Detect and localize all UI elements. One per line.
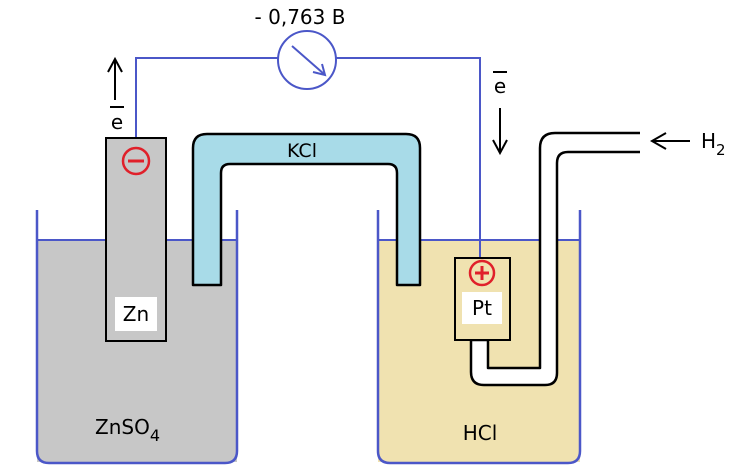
external-wire xyxy=(135,57,481,258)
gas-arrowhead-icon xyxy=(649,132,667,150)
electron-flow-left: e xyxy=(107,56,124,134)
hydrogen-label: H2 xyxy=(701,129,726,159)
electron-arrowhead-down-icon xyxy=(492,139,508,156)
znso4-label-subscript: 4 xyxy=(150,426,160,445)
plus-sign-icon xyxy=(468,259,496,287)
hydrogen-inlet-tube: H2 xyxy=(469,129,726,387)
right-beaker-wall xyxy=(376,210,582,465)
voltmeter-needle-arrowhead xyxy=(312,63,327,77)
zinc-label-box xyxy=(115,297,157,331)
hcl-label: HCl xyxy=(463,421,498,445)
hydrogen-label-subscript: 2 xyxy=(716,141,726,159)
zinc-label: Zn xyxy=(123,302,149,326)
znso4-label: ZnSO4 xyxy=(95,415,160,445)
minus-sign-icon xyxy=(121,146,151,176)
hydrogen-label-main: H xyxy=(701,129,716,153)
salt-bridge: KCl xyxy=(191,132,422,287)
salt-bridge-label: KCl xyxy=(287,140,317,162)
voltmeter-reading: - 0,763 B xyxy=(255,5,346,29)
electron-flow-right: e xyxy=(492,71,508,156)
electron-arrowhead-up-icon xyxy=(107,56,123,73)
voltmeter: - 0,763 B xyxy=(255,5,346,90)
electron-symbol-right: e xyxy=(494,74,506,98)
platinum-electrode: Pt xyxy=(454,257,511,341)
hydrogen-tube-body xyxy=(469,131,640,387)
platinum-label-box xyxy=(462,292,502,324)
voltmeter-needle xyxy=(291,45,325,75)
zinc-electrode: Zn xyxy=(105,137,167,342)
left-beaker-wall xyxy=(35,210,239,465)
salt-bridge-tube xyxy=(191,132,422,287)
electron-symbol-left: e xyxy=(111,110,123,134)
znso4-label-main: ZnSO xyxy=(95,415,150,439)
platinum-label: Pt xyxy=(472,296,492,320)
